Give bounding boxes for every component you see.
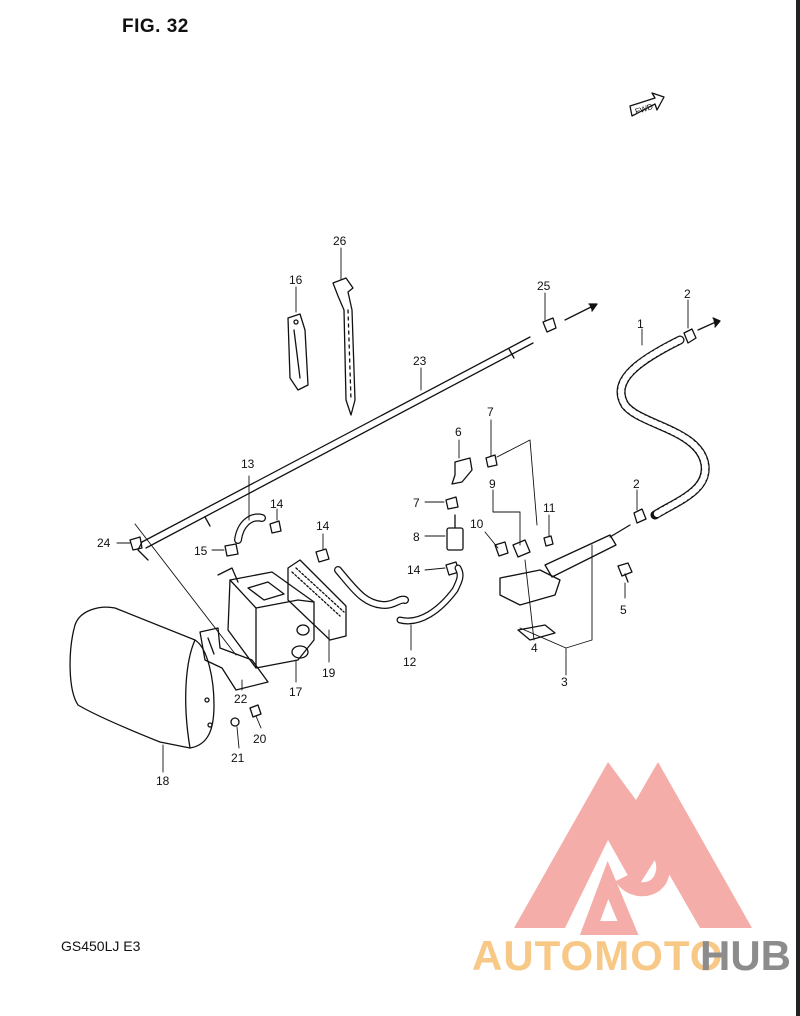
label-part-19: 19 [322, 666, 336, 680]
label-part-11: 11 [543, 501, 556, 515]
logo-inner-mark [579, 835, 671, 935]
label-part-6: 6 [455, 425, 462, 439]
part-5-bolt [617, 562, 633, 583]
label-part-18: 18 [156, 774, 170, 788]
label-part-8: 8 [413, 530, 420, 544]
label-part-5: 5 [620, 603, 627, 617]
page-edge-border [796, 0, 800, 1016]
part-3-pipe-assembly [499, 524, 631, 641]
fwd-arrow-icon: FWD [629, 92, 665, 117]
part-14-clip-left [315, 548, 330, 563]
label-part-10: 10 [470, 517, 484, 531]
part-number-labels: 1 2 2 3 4 5 6 7 7 8 9 10 11 12 13 14 14 … [97, 234, 691, 788]
label-part-9: 9 [489, 477, 496, 491]
part-23-rod [137, 336, 534, 561]
logo-text-hub: HUB [700, 932, 791, 979]
label-part-26: 26 [333, 234, 347, 248]
label-part-2: 2 [684, 287, 691, 301]
label-part-7b: 7 [413, 496, 420, 510]
part-10-bracket [494, 541, 509, 557]
label-part-2b: 2 [633, 477, 640, 491]
label-part-4: 4 [531, 641, 538, 655]
label-part-21: 21 [231, 751, 245, 765]
label-part-3: 3 [561, 675, 568, 689]
part-21-washer [230, 717, 240, 727]
part-19-filter [287, 559, 347, 641]
logo-text-automoto: AUTOMOTO [472, 932, 723, 979]
part-17-canister [217, 567, 315, 669]
label-part-15: 15 [194, 544, 208, 558]
label-part-1: 1 [637, 317, 644, 331]
part-15-clip [224, 543, 239, 557]
part-2-clip-lower [633, 508, 647, 524]
label-part-14c: 14 [407, 563, 421, 577]
part-14-clip-upper [269, 520, 282, 534]
label-part-17: 17 [289, 685, 303, 699]
label-part-14a: 14 [270, 497, 284, 511]
part-20-bolt [249, 704, 262, 718]
part-11-bolt [543, 535, 554, 547]
part-25-clip [542, 317, 557, 333]
label-part-16: 16 [289, 273, 303, 287]
part-26-cable-tie [332, 277, 356, 416]
part-8-valve [446, 527, 464, 551]
label-part-22: 22 [234, 692, 248, 706]
automotohub-logo [514, 762, 752, 935]
part-7-clip-lower [445, 496, 459, 510]
label-part-20: 20 [253, 732, 267, 746]
part-7-clip-upper [485, 454, 498, 468]
label-part-14b: 14 [316, 519, 330, 533]
part-22-bracket [199, 627, 269, 691]
part-18-cover [69, 606, 215, 749]
logo-outer-triangle [514, 762, 752, 928]
part-9-bracket [512, 539, 531, 558]
label-part-24: 24 [97, 536, 111, 550]
part-6-hose-elbow [451, 457, 473, 485]
part-2-clip-upper [683, 328, 697, 344]
label-part-12: 12 [403, 655, 417, 669]
part-1-corrugated-hose [616, 335, 710, 520]
label-part-13: 13 [241, 457, 255, 471]
model-code: GS450LJ E3 [61, 938, 141, 954]
label-part-25: 25 [537, 279, 551, 293]
figure-title: FIG. 32 [122, 16, 189, 37]
label-part-23: 23 [413, 354, 427, 368]
label-part-7: 7 [487, 405, 494, 419]
part-16-strap [287, 313, 309, 391]
part-24-clip [129, 536, 143, 551]
